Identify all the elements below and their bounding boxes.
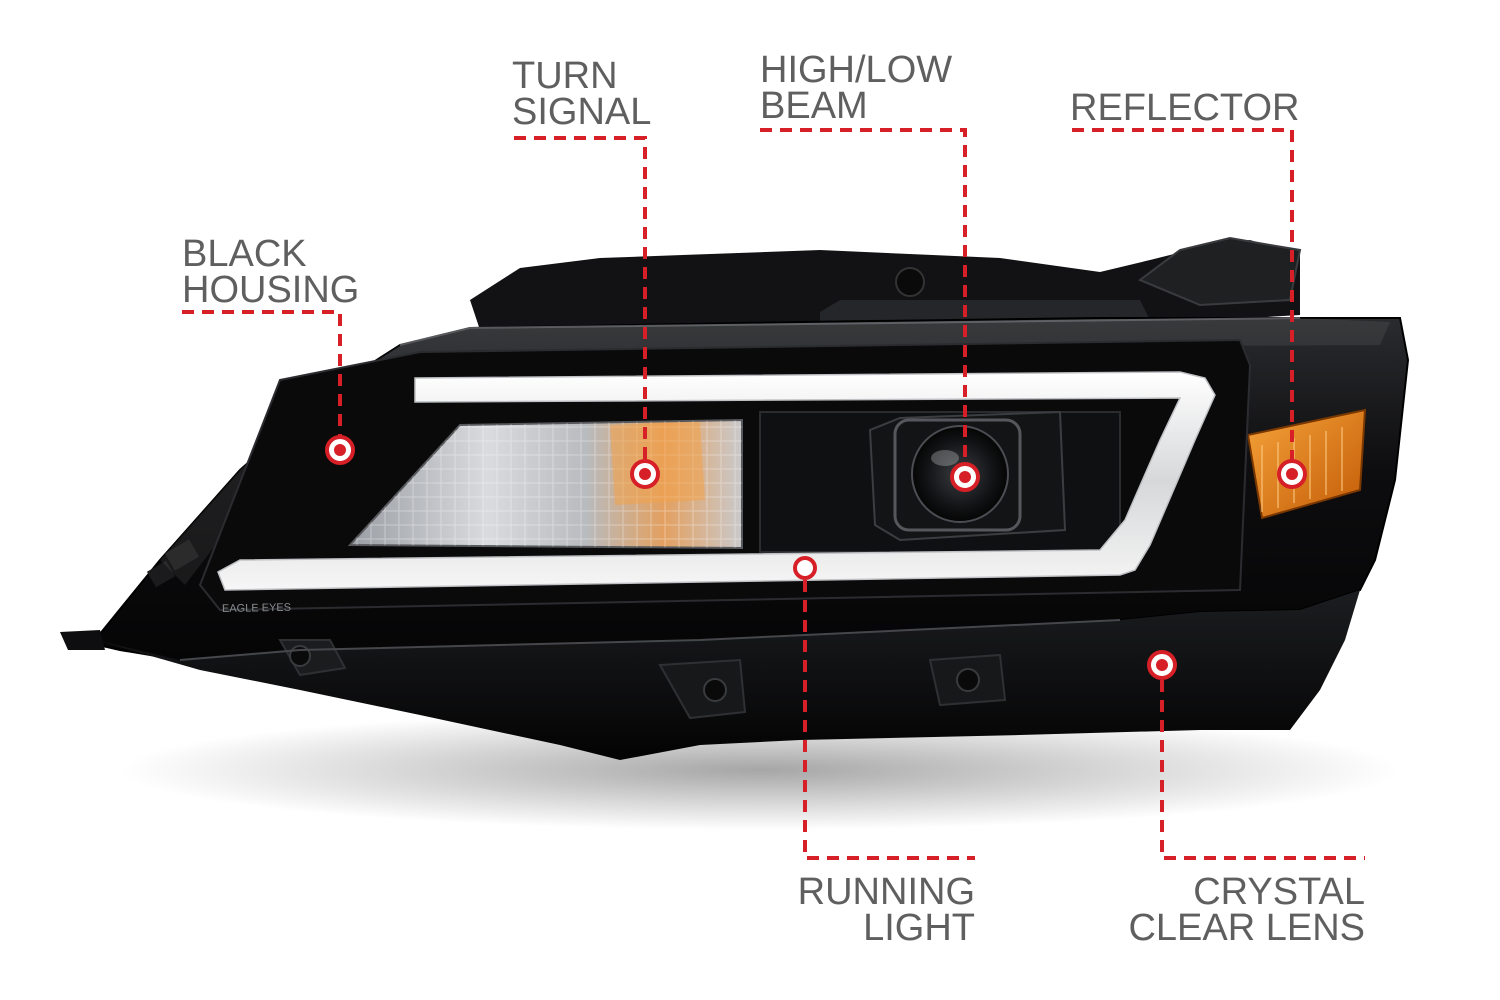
label-high-low-beam-line2: BEAM — [760, 85, 868, 127]
label-running-light-line2: LIGHT — [863, 907, 975, 949]
top-edge-highlight — [399, 317, 1301, 346]
label-turn-signal-line1: TURN — [512, 55, 618, 97]
leader-line-black-housing — [182, 310, 342, 440]
lower-bolt-3 — [956, 668, 980, 692]
label-reflector-line1: REFLECTOR — [1070, 87, 1300, 129]
label-high-low-beam: HIGH/LOW BEAM — [760, 49, 953, 127]
label-high-low-beam-line1: HIGH/LOW — [760, 49, 953, 91]
label-crystal-clear-lens-line2: CLEAR LENS — [1128, 907, 1365, 949]
marker-black-housing — [325, 435, 355, 465]
marker-high-low-beam — [950, 462, 980, 492]
label-crystal-clear-lens: CRYSTAL CLEAR LENS — [1105, 871, 1365, 949]
product-marking: EAGLE EYES — [222, 602, 291, 615]
lens-sheen — [160, 318, 1390, 585]
lower-mount-center — [658, 658, 747, 720]
label-turn-signal-line2: SIGNAL — [512, 91, 652, 133]
leader-line-high-low-beam — [760, 128, 967, 470]
label-reflector: REFLECTOR — [1070, 87, 1300, 129]
headlight-shadow — [120, 710, 1400, 830]
leader-line-reflector — [1072, 128, 1294, 465]
drl-light-tube — [217, 371, 1216, 591]
label-running-light-line1: RUNNING — [797, 871, 975, 913]
front-tip — [60, 630, 105, 650]
turn-signal-amber-bulb — [610, 422, 705, 505]
marker-running-light — [793, 556, 817, 580]
label-black-housing-line1: BLACK — [182, 233, 307, 275]
side-tab-lower — [146, 560, 176, 588]
side-tab-upper — [164, 539, 200, 571]
leader-line-running-light — [803, 580, 975, 860]
projector-square-frame — [893, 418, 1022, 532]
top-bracket — [1138, 236, 1302, 307]
headlight-assembly — [60, 236, 1410, 760]
label-turn-signal: TURN SIGNAL — [512, 55, 652, 133]
label-black-housing: BLACK HOUSING — [182, 233, 360, 311]
lower-bolt-2 — [703, 678, 727, 702]
marker-reflector — [1277, 459, 1307, 489]
callout-markers — [325, 435, 1307, 680]
bottom-edge-highlight — [179, 619, 1121, 661]
projector-highlight — [931, 450, 959, 466]
label-crystal-clear-lens-line1: CRYSTAL — [1193, 871, 1365, 913]
mount-boss — [895, 267, 925, 297]
leader-line-turn-signal — [514, 136, 647, 465]
label-black-housing-line2: HOUSING — [182, 269, 360, 311]
leader-lines — [182, 128, 1365, 860]
marker-turn-signal — [630, 459, 660, 489]
label-running-light: RUNNING LIGHT — [775, 871, 975, 949]
marker-crystal-clear-lens — [1147, 650, 1177, 680]
